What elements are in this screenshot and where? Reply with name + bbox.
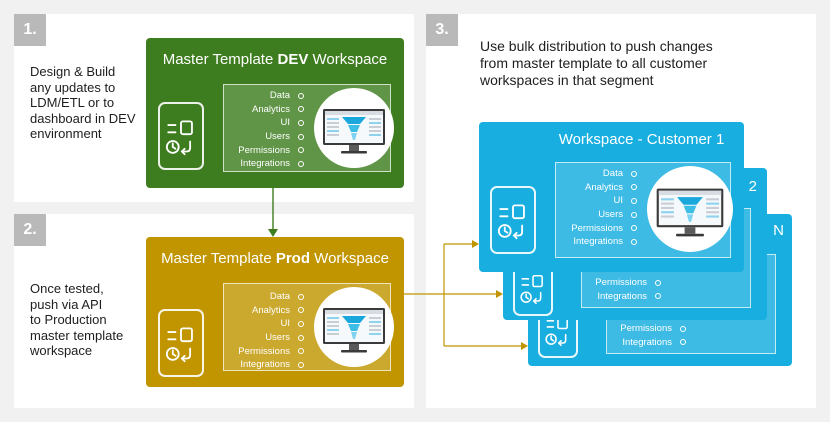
component-users: Users [559,208,637,222]
step-2-line: workspace [30,343,93,358]
step-2-number: 2. [14,214,46,246]
step-1-line: dashboard in DEV [30,110,136,126]
prod-to-customers-arrows [404,240,528,350]
component-integrations: Integrations [559,235,637,249]
component-analytics: Analytics [228,304,304,318]
step-1-line: any updates to [30,79,116,95]
template-icon [158,102,204,170]
customer-2-title: 2 [748,178,757,195]
step-1-line: environment [30,126,102,141]
component-permissions: Permissions [228,143,304,157]
dev-workspace-card: Master Template DEV Workspace Data Analy… [146,38,404,188]
component-permissions: Permissions [585,276,661,290]
customer-n-title: N [773,222,784,239]
step-3-line: from master template to all customer [480,55,708,71]
component-integrations: Integrations [610,336,686,350]
component-permissions: Permissions [228,344,304,358]
customer-1-components-list: Data Analytics UI Users Permissions Inte… [559,167,637,249]
step-3-line: Use bulk distribution to push changes [480,38,713,54]
template-icon [158,309,204,377]
component-permissions: Permissions [559,221,637,235]
component-ui: UI [228,116,304,130]
prod-title-suffix: Workspace [310,250,389,267]
dev-title-prefix: Master Template [162,51,278,68]
step-1-number: 1. [14,14,46,46]
step-2-line: Once tested, [30,281,104,296]
step-2-line: master template [30,327,124,343]
component-users: Users [228,130,304,144]
component-analytics: Analytics [559,181,637,195]
dev-workspace-title: Master Template DEV Workspace [146,51,404,68]
component-integrations: Integrations [228,157,304,171]
component-data: Data [228,89,304,103]
dev-title-bold: DEV [277,51,309,68]
step-2-line: push via API [30,296,103,312]
prod-workspace-card: Master Template Prod Workspace Data Anal… [146,237,404,387]
component-permissions: Permissions [610,322,686,336]
prod-title-bold: Prod [275,250,311,267]
step-1-text: Design & Build any updates to LDM/ETL or… [30,64,142,142]
dashboard-monitor-icon [314,88,394,168]
dev-to-prod-arrow [268,188,278,237]
step-2-text: Once tested, push via API to Production … [30,281,142,359]
step-3-line: workspaces in that segment [480,72,654,88]
component-ui: UI [228,317,304,331]
dev-title-suffix: Workspace [308,51,388,68]
component-data: Data [559,167,637,181]
prod-title-prefix: Master Template [161,250,276,267]
customer-2-components-list: Permissions Integrations [585,276,661,303]
step-3-number: 3. [426,14,458,46]
customer-n-components-list: Permissions Integrations [610,322,686,349]
component-data: Data [228,290,304,304]
dashboard-monitor-icon [314,287,394,367]
customer-1-title: Workspace - Customer 1 [558,131,725,148]
step-1-line: Design & Build [30,64,116,79]
prod-components-list: Data Analytics UI Users Permissions Inte… [228,290,304,372]
template-icon [490,186,536,254]
step-3-text: Use bulk distribution to push changes fr… [480,38,780,89]
component-integrations: Integrations [228,358,304,372]
dashboard-monitor-icon [647,166,733,252]
step-1-line: LDM/ETL or to [30,95,115,110]
component-analytics: Analytics [228,103,304,117]
component-ui: UI [559,194,637,208]
customer-1-workspace-card: Workspace - Customer 1 Data Analytics UI… [479,122,744,272]
prod-workspace-title: Master Template Prod Workspace [146,250,404,267]
step-2-line: to Production [30,312,107,327]
component-users: Users [228,331,304,345]
dev-components-list: Data Analytics UI Users Permissions Inte… [228,89,304,171]
component-integrations: Integrations [585,290,661,304]
